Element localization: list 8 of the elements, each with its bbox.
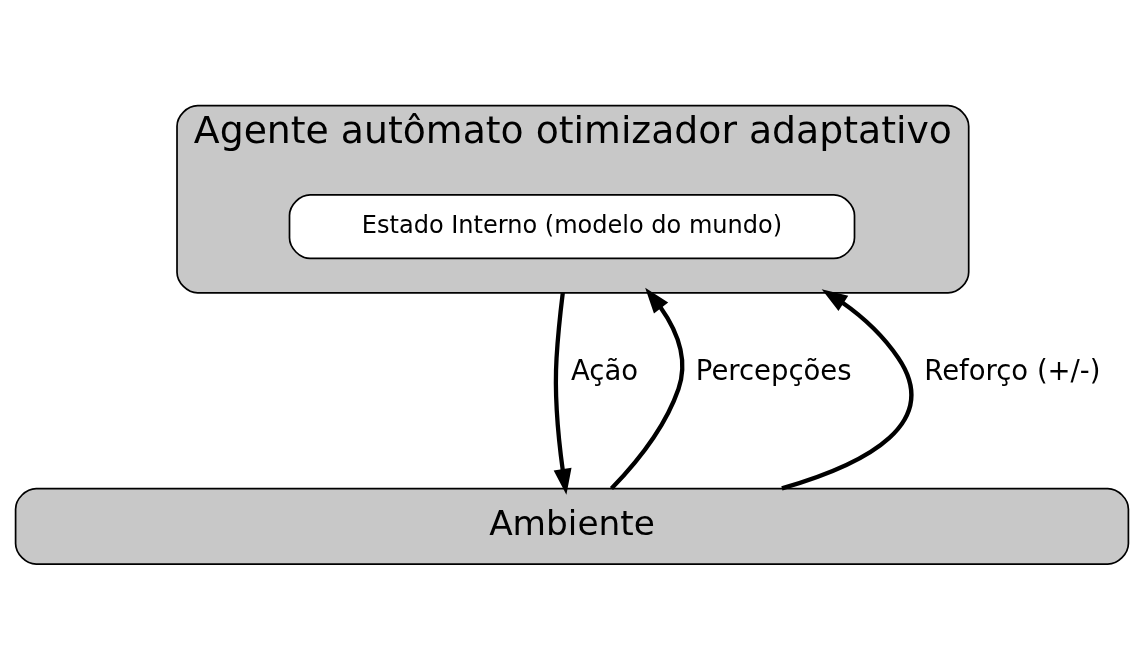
arrow (781, 288, 914, 490)
arrow (609, 287, 685, 490)
edge-label: Percepções (695, 354, 852, 386)
node-box: Ambiente (14, 487, 1130, 565)
node-box: Estado Interno (modelo do mundo) (288, 193, 856, 259)
arrow (553, 292, 572, 495)
edge-label: Reforço (+/-) (924, 354, 1101, 386)
edge-label: Ação (571, 354, 639, 386)
